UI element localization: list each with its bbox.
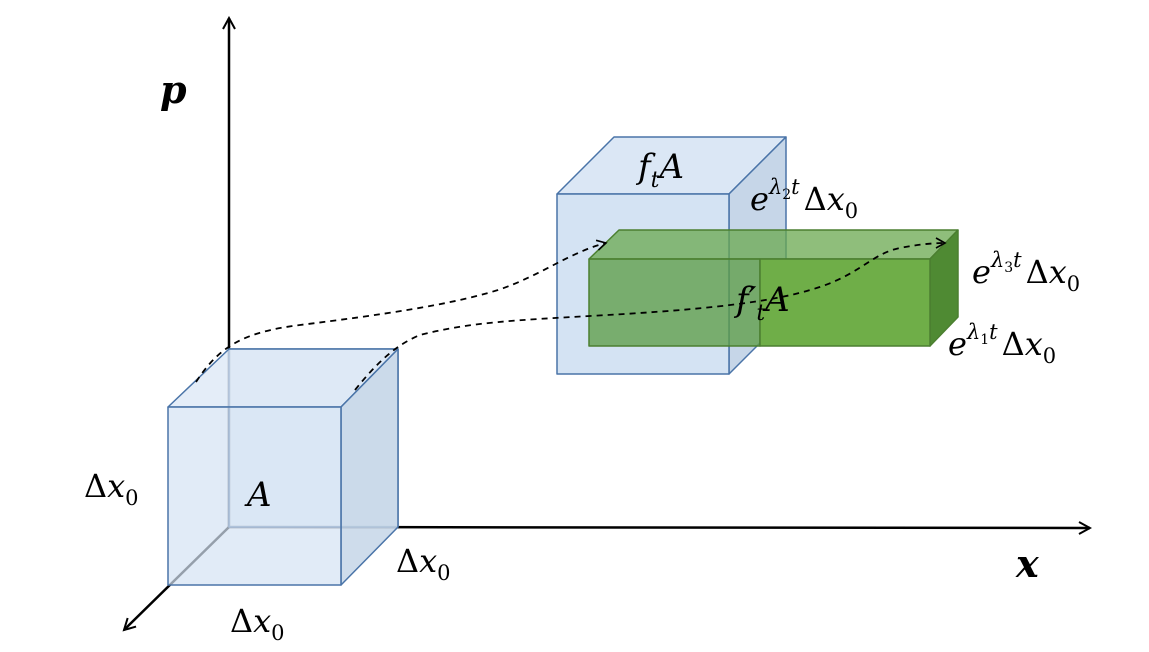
evolved-region-label: ftA [635, 147, 684, 193]
trajectory-upper [195, 239, 608, 383]
initial-cube [167, 348, 399, 586]
evolved-region-label-tail: A [656, 147, 684, 187]
x-axis-label: x [1015, 541, 1040, 586]
linearized-region-label-sub: t [756, 301, 765, 326]
trajectory-lower [354, 237, 947, 391]
dimension-label-left: Δx0 [84, 467, 139, 510]
p-axis-label: p [160, 67, 187, 112]
initial-region-label: A [244, 475, 272, 515]
linearized-box-top [588, 229, 959, 260]
evolved-region-label-sub: t [651, 168, 660, 193]
linearized-region-label-main: f′ [733, 280, 757, 320]
initial-cube-front [167, 406, 342, 586]
linearized-region-label: f′tA [733, 280, 790, 326]
dimension-label-right: Δx0 [396, 542, 451, 585]
linearized-region-label-tail: A [762, 280, 790, 320]
dimension-label-bottom: Δx0 [230, 602, 285, 645]
linearized-box-front [759, 258, 931, 347]
linearized-box-front-overlap [588, 258, 761, 347]
linearized-box [588, 229, 959, 347]
